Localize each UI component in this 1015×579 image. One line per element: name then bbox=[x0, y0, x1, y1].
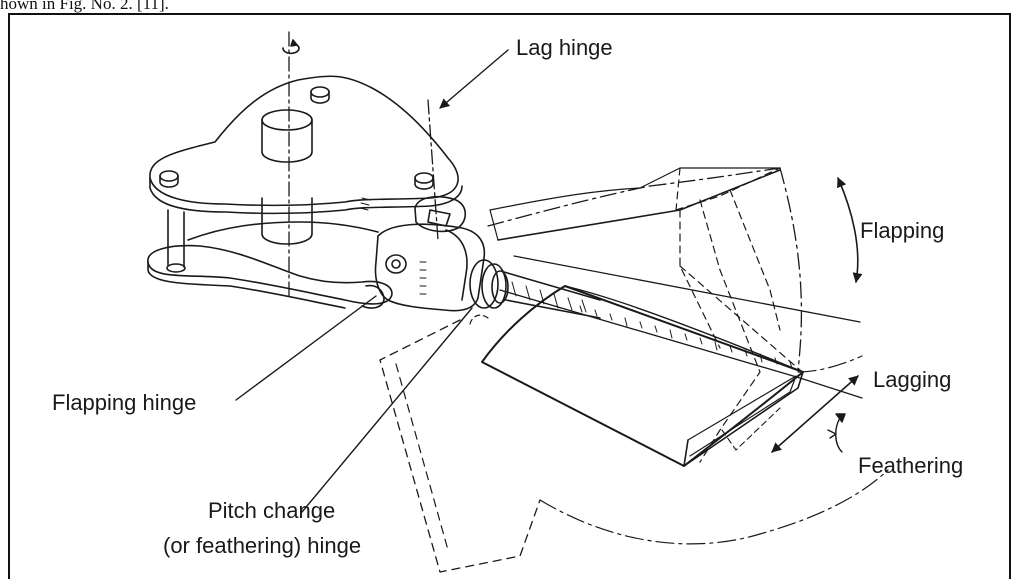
label-flapping-hinge: Flapping hinge bbox=[52, 390, 196, 415]
lag-hinge-leader bbox=[439, 49, 509, 109]
lag-hinge-knuckle bbox=[414, 195, 467, 233]
feathering-rotation-icon bbox=[827, 413, 846, 453]
label-lag-hinge: Lag hinge bbox=[516, 35, 613, 60]
flapping-hinge-leader bbox=[235, 295, 377, 401]
pitch-change-leader bbox=[301, 307, 473, 513]
lag-hinge-axis bbox=[427, 99, 439, 241]
rotor-blade-solid bbox=[481, 285, 804, 467]
label-pitch-change-line2: (or feathering) hinge bbox=[163, 533, 361, 558]
upper-hub-plate bbox=[149, 75, 459, 207]
lagged-blade-outline-dashed bbox=[379, 319, 541, 573]
top-caption-fragment: hown in Fig. No. 2. [11]. bbox=[0, 0, 169, 13]
label-pitch-change-line1: Pitch change bbox=[208, 498, 335, 523]
rotation-symbol-icon bbox=[282, 39, 300, 55]
lower-hub-plate bbox=[147, 244, 393, 305]
lagging-arrow-icon bbox=[771, 375, 859, 453]
flapping-arrow-icon bbox=[837, 177, 863, 283]
label-flapping: Flapping bbox=[860, 218, 944, 243]
pitch-bearing bbox=[469, 259, 499, 309]
figure-frame bbox=[8, 13, 1011, 579]
label-feathering: Feathering bbox=[858, 453, 963, 478]
label-lagging: Lagging bbox=[873, 367, 951, 392]
flapping-hinge-clevis bbox=[374, 223, 486, 312]
